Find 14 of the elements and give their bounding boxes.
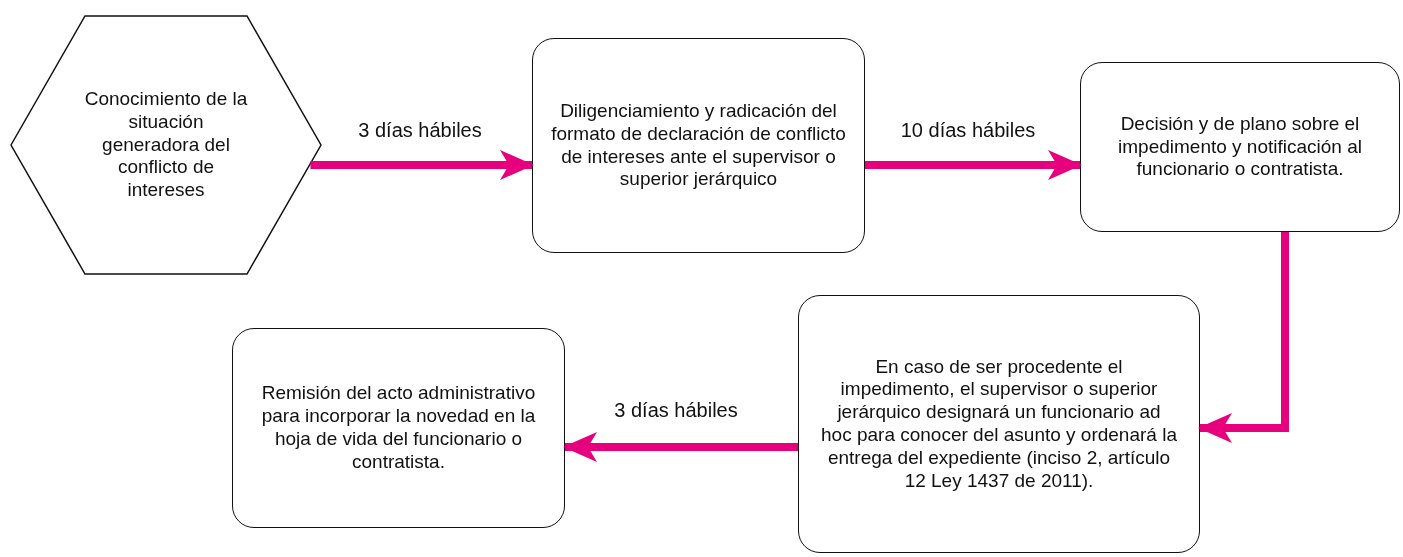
arrow (310, 150, 534, 180)
arrow (865, 150, 1082, 180)
node-text: Diligenciamiento y radicación del formato de declaración de conflicto de intereses ante el supervisor o superior jerárquico (550, 99, 847, 192)
process-box (798, 295, 1200, 553)
hexagon-node (10, 15, 322, 275)
node-text: En caso de ser procedente el impedimento, el supervisor o superior jerárquico designará un funcionario ad hoc para conocer del asunto y ordenará la entrega del expediente (inciso 2, artículo 12 Ley 1437 de 2011). (821, 355, 1177, 493)
process-box (232, 328, 565, 528)
node-text: Remisión del acto administrativo para incorporar la novedad en la hoja de vida del funcionario o contratista. (260, 382, 537, 474)
arrow (563, 432, 798, 462)
node-text: Decisión y de plano sobre el impedimento y notificación al funcionario o contratista. (1117, 112, 1363, 182)
process-box (1080, 62, 1400, 232)
arrow (1198, 232, 1289, 443)
node-text: Conocimiento de la situación generadora del conflicto de intereses (83, 88, 249, 202)
process-box (532, 38, 865, 253)
